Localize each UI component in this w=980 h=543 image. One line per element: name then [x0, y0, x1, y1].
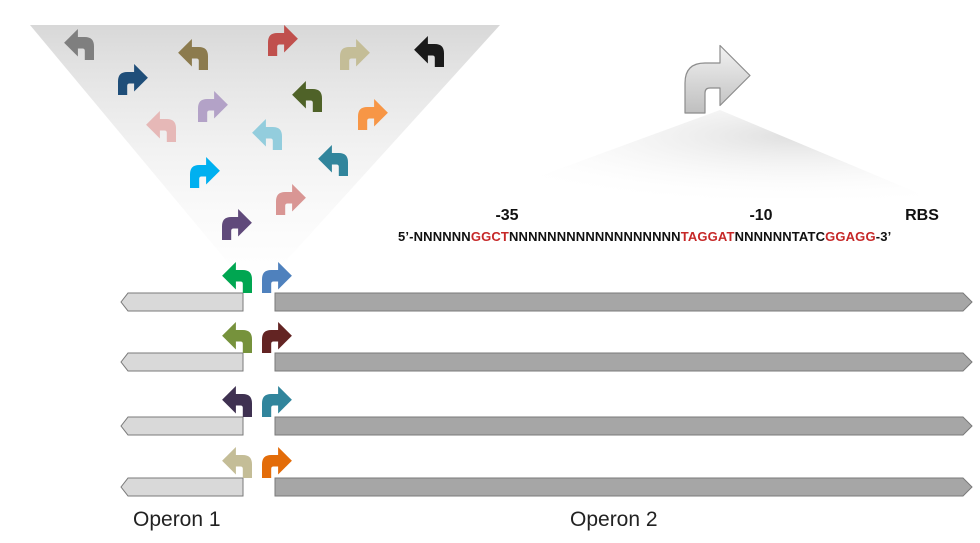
promoter-right-arrow-icon	[262, 321, 292, 353]
consensus-cone	[480, 110, 930, 198]
operon1-block	[120, 477, 244, 497]
promoter-arrow-pink-left-icon	[146, 110, 176, 142]
construct-row	[120, 446, 973, 497]
promoter-arrow-beige-right-icon	[340, 38, 370, 70]
operon2-block	[274, 292, 973, 312]
sequence-segment: NNNNNNTATC	[734, 229, 826, 244]
operon1-label: Operon 1	[133, 508, 221, 531]
operon-constructs	[120, 261, 973, 497]
rbs-label: RBS	[905, 207, 939, 224]
minus35-label: -35	[495, 207, 519, 224]
promoter-left-arrow-icon	[222, 321, 252, 353]
promoter-left-arrow-icon	[222, 446, 252, 478]
promoter-arrow-orange-right-icon	[358, 98, 388, 130]
promoter-arrow-olive-left-icon	[178, 38, 208, 70]
operon2-block	[274, 352, 973, 372]
construct-row	[120, 261, 973, 312]
consensus-promoter	[684, 44, 751, 114]
operon2-label: Operon 2	[570, 508, 658, 531]
promoter-arrow-black-left-icon	[414, 35, 444, 67]
operon1-block	[120, 352, 244, 372]
promoter-arrow-gray-left-icon	[64, 28, 94, 60]
promoter-arrow-lightblue-left-icon	[252, 118, 282, 150]
promoter-right-arrow-icon	[262, 261, 292, 293]
promoter-arrow-darkgreen-left-icon	[292, 80, 322, 112]
operon2-block	[274, 416, 973, 436]
sequence-segment: NNNNNNNNNNNNNNNNNN	[509, 229, 681, 244]
promoter-arrow-purple-right-icon	[222, 208, 252, 240]
promoter-arrow-red-right-icon	[268, 24, 298, 56]
construct-row	[120, 321, 973, 372]
library-cone	[30, 25, 500, 295]
operon1-block	[120, 292, 244, 312]
promoter-arrow-cyan-right-icon	[190, 156, 220, 188]
motif-highlight: TAGGAT	[680, 229, 735, 244]
minus10-label: -10	[749, 207, 773, 224]
promoter-left-arrow-icon	[222, 385, 252, 417]
promoter-arrow-salmon-right-icon	[276, 183, 306, 215]
operon2-block	[274, 477, 973, 497]
sequence-segment: -3’	[875, 229, 892, 244]
promoter-sequence: 5’-NNNNNNGGCTNNNNNNNNNNNNNNNNNNTAGGATNNN…	[398, 229, 891, 244]
construct-row	[120, 385, 973, 436]
motif-highlight: GGCT	[470, 229, 510, 244]
promoter-arrow-teal-left-icon	[318, 144, 348, 176]
promoter-arrow-lavender-right-icon	[198, 90, 228, 122]
motif-highlight: GGAGG	[825, 229, 876, 244]
promoter-right-arrow-icon	[262, 446, 292, 478]
promoter-left-arrow-icon	[222, 261, 252, 293]
promoter-right-arrow-icon	[262, 385, 292, 417]
operon1-block	[120, 416, 244, 436]
consensus-promoter-arrow-icon	[684, 44, 751, 114]
sequence-segment: 5’-NNNNNN	[398, 229, 471, 244]
promoter-library	[64, 24, 444, 240]
promoter-arrow-navy-right-icon	[118, 63, 148, 95]
